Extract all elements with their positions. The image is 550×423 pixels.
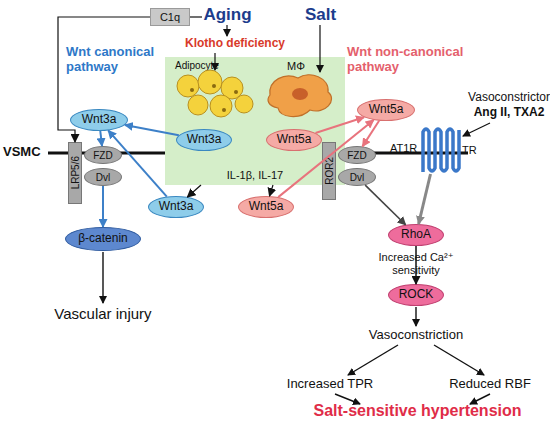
- factor-label: Salt: [298, 5, 343, 25]
- pathway-label: Wnt canonical pathway: [66, 45, 171, 75]
- node-text: Wnt3a: [159, 200, 194, 213]
- gpcr-receptor: [423, 129, 459, 172]
- connector-arrow: [125, 125, 179, 135]
- leader-arrow: [348, 345, 398, 375]
- node-text: Wnt3a: [187, 133, 222, 146]
- receptor-oval: FZD: [84, 146, 122, 164]
- connector-arrow: [270, 185, 274, 196]
- gpcr-node: AT1R TR: [390, 128, 480, 174]
- node-text: RhoA: [401, 228, 431, 241]
- pathway-label: Wnt non-canonical pathway: [347, 45, 477, 75]
- factor-label: Aging: [200, 5, 255, 25]
- coreceptor-bar: ROR2: [322, 142, 336, 200]
- ligand-oval: Wnt3a: [148, 196, 204, 218]
- adipocyte-cell: [198, 70, 222, 94]
- node-text: β-catenin: [78, 232, 128, 245]
- adipocyte-cluster: [177, 70, 253, 117]
- ligand-oval: Wnt5a: [357, 99, 415, 121]
- connector-arrow: [102, 186, 104, 227]
- node-text: Dvl: [96, 172, 110, 183]
- outcome-label: Vascular injury: [28, 305, 178, 322]
- receptor-oval: FZD: [338, 146, 376, 164]
- macrophage: [268, 75, 331, 117]
- adipocyte-cell: [221, 77, 243, 99]
- leader-arrow: [319, 25, 320, 72]
- kinase-oval: ROCK: [388, 284, 444, 306]
- ligand-oval: Wnt3a: [70, 109, 128, 131]
- node-text: ROR2: [324, 157, 335, 185]
- node-text: MΦ: [287, 60, 327, 72]
- kinase-oval: RhoA: [388, 224, 444, 246]
- adipocyte-cell: [210, 95, 232, 117]
- connector-arrow: [365, 185, 405, 225]
- node-text: LRP5/6: [70, 156, 81, 189]
- leader-arrow: [214, 53, 215, 70]
- connector-arrow: [316, 117, 365, 133]
- connector-arrow: [108, 130, 167, 196]
- adipocyte-cell: [188, 95, 208, 115]
- mechanism-label: Klotho deficiency: [175, 37, 295, 51]
- node-text: Wnt3a: [82, 113, 117, 126]
- adaptor-oval: Dvl: [338, 168, 376, 186]
- effect-label: Increased TPR: [275, 377, 385, 392]
- node-text: Wnt5a: [277, 133, 312, 146]
- node-text: Adipocyte: [175, 60, 245, 71]
- ligand-oval: Wnt5a: [266, 129, 322, 151]
- stimulus-label: Vasoconstrictor: [468, 91, 550, 105]
- effect-label: Increased Ca²⁺ sensitivity: [368, 251, 464, 276]
- adipocyte-nucleus: [222, 108, 226, 112]
- cell-label: VSMC: [3, 145, 47, 160]
- node-text: C1q: [160, 11, 180, 23]
- connector-arrow: [58, 17, 150, 142]
- node-text: Wnt5a: [249, 200, 284, 213]
- protein-box: C1q: [150, 8, 190, 26]
- macrophage-nucleus: [292, 88, 308, 100]
- node-text: Dvl: [350, 172, 364, 183]
- leader-line: [190, 16, 202, 17]
- node-text: ROCK: [399, 288, 434, 301]
- leader-arrow: [226, 25, 227, 36]
- leader-arrow: [102, 252, 103, 303]
- coreceptor-bar: LRP5/6: [68, 142, 82, 204]
- leader-arrow: [434, 345, 484, 375]
- node-text: FZD: [93, 150, 112, 161]
- macrophage-body: [268, 75, 331, 117]
- stimulus-label: Ang II, TXA2: [468, 106, 550, 120]
- node-text: Wnt5a: [369, 103, 404, 116]
- node-text: TR: [462, 144, 480, 156]
- adipocyte-nucleus: [190, 88, 194, 92]
- node-text: IL-1β, IL-17: [185, 169, 325, 181]
- source-cells-box: Adipocyte MΦ IL-1β, IL-17 Wnt3a Wnt5a: [165, 57, 345, 185]
- node-text: FZD: [347, 150, 366, 161]
- effector-oval: β-catenin: [65, 227, 141, 251]
- node-text: AT1R: [390, 142, 422, 154]
- adipocyte-nucleus: [212, 84, 216, 88]
- outcome-label: Salt-sensitive hypertension: [300, 402, 535, 420]
- leader-arrow: [415, 307, 416, 326]
- adipocyte-cell: [235, 95, 253, 113]
- adaptor-oval: Dvl: [84, 168, 122, 186]
- ligand-oval: Wnt5a: [238, 196, 294, 218]
- adipocyte-nucleus: [234, 90, 238, 94]
- leader-arrow: [463, 123, 490, 136]
- connector-arrow: [100, 131, 102, 146]
- connector-arrow: [363, 121, 380, 147]
- ligand-oval: Wnt3a: [176, 129, 232, 151]
- connector-arrow: [419, 174, 431, 224]
- effect-label: Vasoconstriction: [361, 328, 471, 343]
- effect-label: Reduced RBF: [440, 377, 540, 392]
- adipocyte-cell: [177, 75, 199, 97]
- connector-arrow: [278, 120, 374, 197]
- connector-arrow: [187, 185, 201, 197]
